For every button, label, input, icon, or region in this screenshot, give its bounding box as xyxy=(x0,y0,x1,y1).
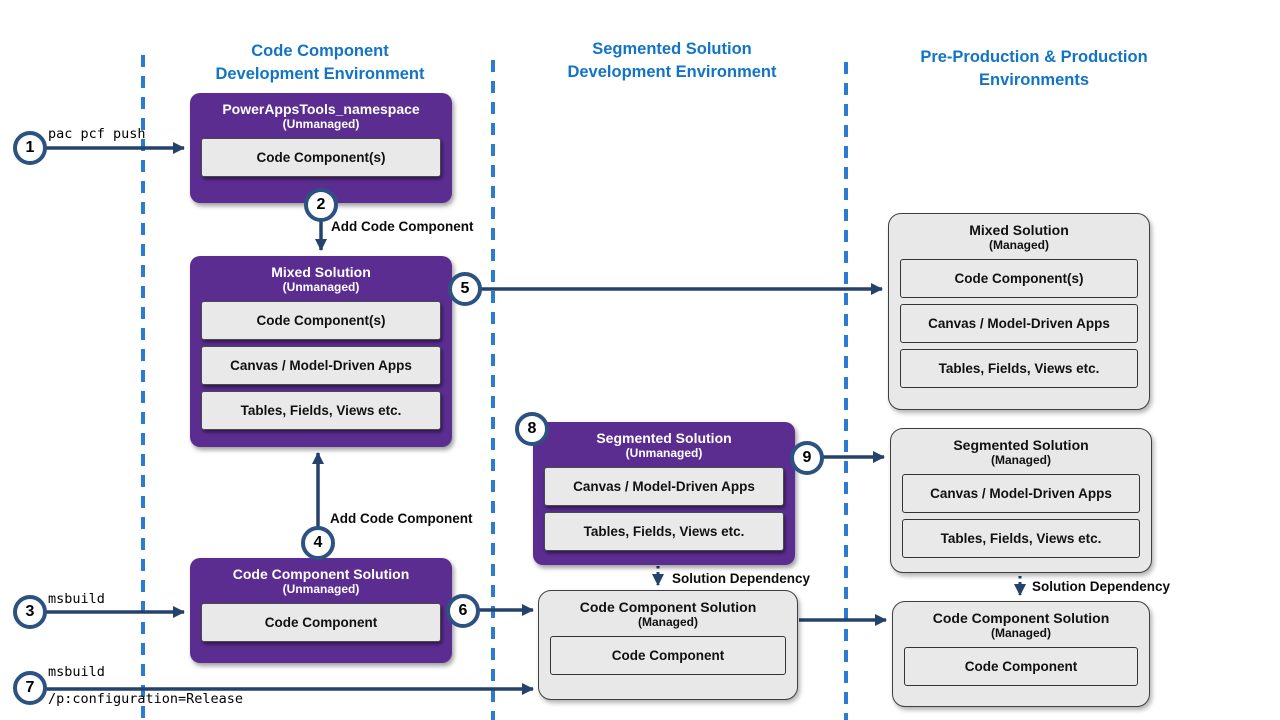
step-circle-4: 4 xyxy=(301,526,335,560)
box-subtitle: (Unmanaged) xyxy=(282,581,360,596)
solution-item: Tables, Fields, Views etc. xyxy=(201,391,441,431)
box-subtitle: (Managed) xyxy=(989,237,1049,252)
step-circle-6: 6 xyxy=(446,594,480,628)
box-subtitle: (Managed) xyxy=(991,452,1051,467)
label-msbuild-step3: msbuild xyxy=(48,591,105,607)
lane-header-line2: Development Environment xyxy=(215,64,425,83)
solution-item: Code Component(s) xyxy=(201,301,441,341)
label-msbuild-step7-line2: /p:configuration=Release xyxy=(48,691,244,707)
box-mixed-solution-managed: Mixed Solution (Managed) Code Component(… xyxy=(888,213,1150,410)
lane-header-line2: Development Environment xyxy=(567,62,777,81)
solution-item: Tables, Fields, Views etc. xyxy=(902,519,1140,559)
box-subtitle: (Managed) xyxy=(638,614,698,629)
lane-header-line1: Code Component xyxy=(251,42,389,60)
lane-header-segmented-dev: Segmented Solution Development Environme… xyxy=(502,38,842,84)
solution-item: Tables, Fields, Views etc. xyxy=(900,349,1138,389)
label-pac-pcf-push: pac pcf push xyxy=(48,126,146,142)
lane-header-preprod-prod: Pre-Production & Production Environments xyxy=(854,46,1214,92)
step-circle-5: 5 xyxy=(448,272,482,306)
label-add-code-component-step4: Add Code Component xyxy=(330,511,473,526)
step-circle-8: 8 xyxy=(515,412,549,446)
solution-item: Canvas / Model-Driven Apps xyxy=(544,467,784,507)
box-powerappstools-namespace: PowerAppsTools_namespace (Unmanaged) Cod… xyxy=(190,93,452,203)
box-title: Code Component Solution xyxy=(232,566,410,582)
label-solution-dependency-mid: Solution Dependency xyxy=(672,571,811,586)
label-msbuild-step7-line1: msbuild xyxy=(48,664,105,680)
box-title: Segmented Solution xyxy=(953,437,1089,453)
solution-item: Tables, Fields, Views etc. xyxy=(544,512,784,552)
box-title: PowerAppsTools_namespace xyxy=(222,101,420,117)
step-circle-3: 3 xyxy=(13,595,47,629)
lane-header-line1: Segmented Solution xyxy=(592,40,752,58)
lane-header-line2: Environments xyxy=(978,70,1090,89)
solution-item: Code Component(s) xyxy=(900,259,1138,299)
box-title: Mixed Solution xyxy=(969,222,1069,238)
box-title: Segmented Solution xyxy=(596,430,732,446)
box-segmented-solution-unmanaged: Segmented Solution (Unmanaged) Canvas / … xyxy=(533,422,795,565)
solution-item: Code Component xyxy=(904,647,1138,687)
step-circle-1: 1 xyxy=(13,131,47,165)
box-code-component-solution-managed-mid: Code Component Solution (Managed) Code C… xyxy=(538,590,798,700)
step-circle-7: 7 xyxy=(13,671,47,705)
solution-item: Canvas / Model-Driven Apps xyxy=(902,474,1140,514)
lane-header-code-component-dev: Code Component Development Environment xyxy=(150,40,490,86)
solution-item: Code Component xyxy=(201,603,441,643)
box-title: Mixed Solution xyxy=(271,264,371,280)
solution-item: Canvas / Model-Driven Apps xyxy=(201,346,441,386)
box-code-component-solution-unmanaged: Code Component Solution (Unmanaged) Code… xyxy=(190,558,452,663)
lane-header-line1: Pre-Production & Production xyxy=(920,48,1148,66)
label-add-code-component-step2: Add Code Component xyxy=(331,219,474,234)
solution-item: Code Component xyxy=(550,636,786,676)
box-segmented-solution-managed: Segmented Solution (Managed) Canvas / Mo… xyxy=(890,428,1152,573)
box-mixed-solution-unmanaged: Mixed Solution (Unmanaged) Code Componen… xyxy=(190,256,452,447)
solution-item: Canvas / Model-Driven Apps xyxy=(900,304,1138,344)
box-subtitle: (Unmanaged) xyxy=(282,116,360,131)
step-circle-9: 9 xyxy=(790,441,824,475)
box-subtitle: (Unmanaged) xyxy=(625,445,703,460)
box-code-component-solution-managed-right: Code Component Solution (Managed) Code C… xyxy=(892,601,1150,707)
box-title: Code Component Solution xyxy=(932,610,1110,626)
box-title: Code Component Solution xyxy=(579,599,757,615)
box-subtitle: (Unmanaged) xyxy=(282,279,360,294)
label-solution-dependency-right: Solution Dependency xyxy=(1032,579,1171,594)
solution-item: Code Component(s) xyxy=(201,138,441,178)
step-circle-2: 2 xyxy=(304,188,338,222)
box-subtitle: (Managed) xyxy=(991,625,1051,640)
